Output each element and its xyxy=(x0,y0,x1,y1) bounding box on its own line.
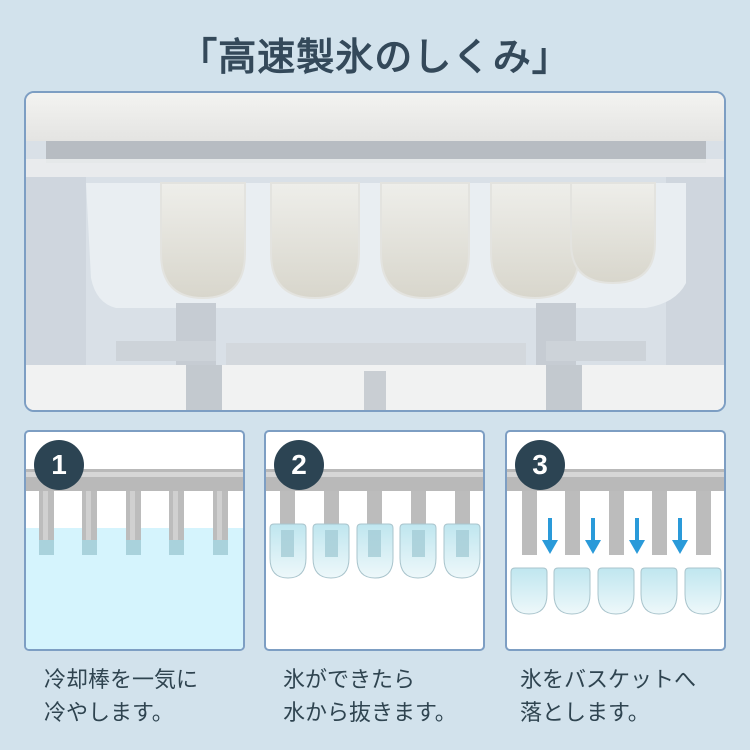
caption-line: 冷却棒を一気に xyxy=(44,668,199,693)
caption-line: 落とします。 xyxy=(520,701,650,726)
step-2-panel: 2 xyxy=(264,430,485,651)
caption-line: 冷やします。 xyxy=(44,701,174,726)
caption-line: 氷ができたら xyxy=(283,668,416,693)
step-number-badge: 2 xyxy=(274,440,324,490)
step-number-badge: 3 xyxy=(515,440,565,490)
step-3-panel: 3 xyxy=(505,430,726,651)
caption-line: 氷をバスケットへ xyxy=(520,668,697,693)
caption-line: 水から抜きます。 xyxy=(283,701,457,726)
step-number-badge: 1 xyxy=(34,440,84,490)
ice-maker-photo xyxy=(24,91,726,412)
step-1-caption: 冷却棒を一気に 冷やします。 xyxy=(44,664,198,730)
step-3-caption: 氷をバスケットへ 落とします。 xyxy=(520,664,696,730)
step-2-caption: 氷ができたら 水から抜きます。 xyxy=(283,664,457,730)
page-title: 「高速製氷のしくみ」 xyxy=(179,35,571,79)
arrow-down-icon xyxy=(542,518,688,554)
step-1-panel: 1 xyxy=(24,430,245,651)
